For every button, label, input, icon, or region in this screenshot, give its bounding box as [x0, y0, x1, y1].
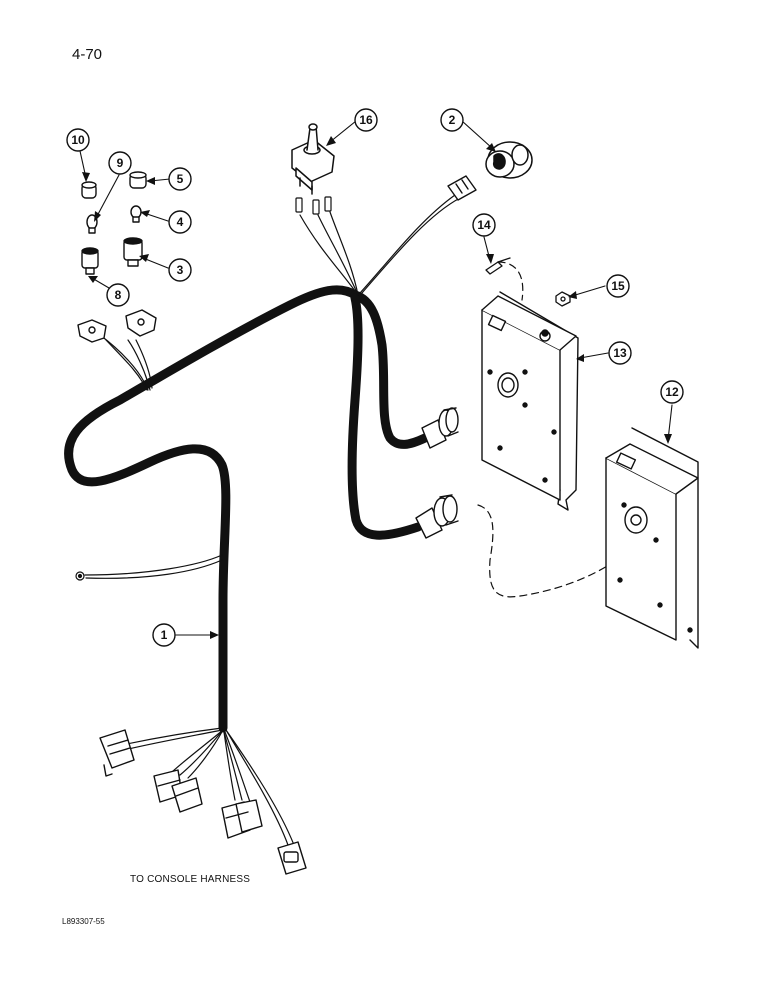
- callout-labels: 10 9 5 4 3 8 16 2 14 15 13 12 1: [71, 113, 679, 642]
- figure-code: L893307-55: [62, 917, 105, 926]
- callout-circle-16: [354, 108, 378, 132]
- callout-circle-5: [168, 167, 192, 191]
- control-module-13: [481, 291, 579, 511]
- callout-label-4: 4: [177, 215, 184, 229]
- callout-circle-12: [660, 380, 684, 404]
- callout-circle-14: [472, 213, 496, 237]
- main-harness-cable: [64, 285, 430, 733]
- callout-label-13: 13: [613, 346, 627, 360]
- bolt-14: [485, 257, 511, 275]
- callout-label-2: 2: [449, 113, 456, 127]
- control-module-12: [605, 427, 699, 649]
- console-connectors: [99, 729, 307, 875]
- callout-circle-8: [106, 283, 130, 307]
- callout-label-3: 3: [177, 263, 184, 277]
- callout-label-15: 15: [611, 279, 625, 293]
- callout-circle-3: [168, 258, 192, 282]
- lamp-plug-connector: [77, 309, 157, 343]
- dashed-alignment-lines: [477, 261, 631, 598]
- callout-label-5: 5: [177, 172, 184, 186]
- callout-label-10: 10: [71, 133, 85, 147]
- switch-wire-branch: [299, 194, 461, 296]
- toggle-switch-16: [291, 123, 335, 195]
- callout-label-16: 16: [359, 113, 373, 127]
- callout-label-1: 1: [161, 628, 168, 642]
- callout-label-14: 14: [477, 218, 491, 232]
- callout-circle-4: [168, 210, 192, 234]
- round-connector-lower: [415, 494, 459, 539]
- callout-label-8: 8: [115, 288, 122, 302]
- leader-arrowheads: [82, 136, 672, 639]
- lamp-parts: [81, 171, 147, 275]
- rotary-switch-2: [485, 141, 533, 179]
- callout-circle-2: [440, 108, 464, 132]
- ground-wire-branch: [75, 554, 223, 581]
- console-branch-wires: [121, 727, 295, 846]
- callout-circle-15: [606, 274, 630, 298]
- callout-label-9: 9: [117, 156, 124, 170]
- two-pin-connector: [447, 175, 477, 201]
- callout-circle-13: [608, 341, 632, 365]
- callout-circle-10: [66, 128, 90, 152]
- callout-circle-1: [152, 623, 176, 647]
- leader-lines: [79, 120, 673, 636]
- callout-circle-9: [108, 151, 132, 175]
- nut-15: [555, 291, 571, 307]
- page-number: 4-70: [72, 46, 103, 63]
- callout-circles: [66, 108, 684, 647]
- round-connector-upper: [421, 407, 459, 449]
- spade-terminals: [295, 196, 332, 215]
- callout-label-12: 12: [665, 385, 679, 399]
- console-harness-caption: TO CONSOLE HARNESS: [130, 874, 251, 885]
- upper-left-branch: [99, 334, 153, 391]
